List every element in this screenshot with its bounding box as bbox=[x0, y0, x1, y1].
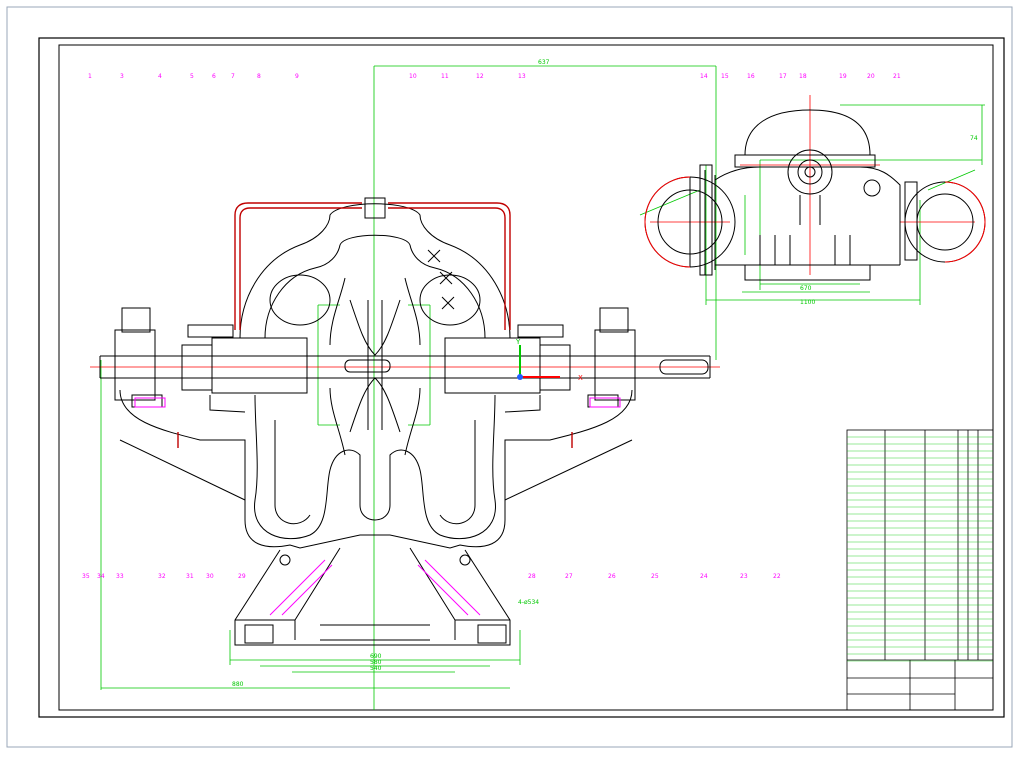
balloon-5: 5 bbox=[190, 73, 194, 80]
balloon-13: 13 bbox=[518, 73, 526, 80]
balloon-28: 28 bbox=[528, 573, 536, 580]
balloon-6: 6 bbox=[212, 73, 216, 80]
dim-side-w1: 670 bbox=[800, 285, 812, 292]
balloon-25: 25 bbox=[651, 573, 659, 580]
balloon-8: 8 bbox=[257, 73, 261, 80]
side-flange-bolts bbox=[644, 176, 986, 268]
parts-list-table bbox=[846, 429, 994, 711]
balloon-23: 23 bbox=[740, 573, 748, 580]
dimension-lines bbox=[100, 65, 985, 710]
balloon-29: 29 bbox=[238, 573, 246, 580]
balloon-22: 22 bbox=[773, 573, 781, 580]
balloon-27: 27 bbox=[565, 573, 573, 580]
pump-side-view bbox=[644, 109, 986, 281]
dim-bottom-2: 580 bbox=[370, 659, 382, 666]
balloon-26: 26 bbox=[608, 573, 616, 580]
balloon-20: 20 bbox=[867, 73, 875, 80]
sheet-outer-border bbox=[38, 37, 1005, 718]
dim-side-w2: 1100 bbox=[800, 299, 815, 306]
balloon-17: 17 bbox=[779, 73, 787, 80]
dim-bottom-1: 690 bbox=[370, 653, 382, 660]
balloon-12: 12 bbox=[476, 73, 484, 80]
balloon-21: 21 bbox=[893, 73, 901, 80]
balloon-1: 1 bbox=[88, 73, 92, 80]
parts-list-rows bbox=[847, 436, 993, 662]
balloon-32: 32 bbox=[158, 573, 166, 580]
dim-side-height: 74 bbox=[970, 135, 978, 142]
axis-y-label: Y bbox=[515, 338, 521, 346]
balloon-15: 15 bbox=[721, 73, 729, 80]
axis-x-label: X bbox=[578, 374, 583, 382]
balloon-30: 30 bbox=[206, 573, 214, 580]
balance-pipe bbox=[177, 202, 573, 448]
dim-bottom-3: 540 bbox=[370, 665, 382, 672]
balloon-33: 33 bbox=[116, 573, 124, 580]
ucs-axis-marker: Y X bbox=[515, 338, 583, 382]
dim-foot-note: 4-ø534 bbox=[518, 599, 539, 606]
balloon-7: 7 bbox=[231, 73, 235, 80]
balloon-14: 14 bbox=[700, 73, 708, 80]
balloon-9: 9 bbox=[295, 73, 299, 80]
balloon-18: 18 bbox=[799, 73, 807, 80]
balloon-3: 3 bbox=[120, 73, 124, 80]
dimension-texts: 637 690 580 540 880 4-ø534 74 670 1100 bbox=[232, 59, 978, 688]
viewport-frame bbox=[6, 6, 1013, 748]
foot-hatch bbox=[134, 397, 621, 616]
balloon-31: 31 bbox=[186, 573, 194, 580]
balloon-16: 16 bbox=[747, 73, 755, 80]
balloon-19: 19 bbox=[839, 73, 847, 80]
dim-overall: 880 bbox=[232, 681, 244, 688]
dim-top-span: 637 bbox=[538, 59, 550, 66]
balloon-10: 10 bbox=[409, 73, 417, 80]
sheet-inner-border bbox=[58, 44, 994, 711]
balloon-4: 4 bbox=[158, 73, 162, 80]
balloon-11: 11 bbox=[441, 73, 449, 80]
balloon-row-bottom: 35 34 33 32 31 30 29 28 27 26 25 24 23 22 bbox=[82, 573, 781, 580]
balloon-34: 34 bbox=[97, 573, 105, 580]
balloon-24: 24 bbox=[700, 573, 708, 580]
balloon-35: 35 bbox=[82, 573, 90, 580]
